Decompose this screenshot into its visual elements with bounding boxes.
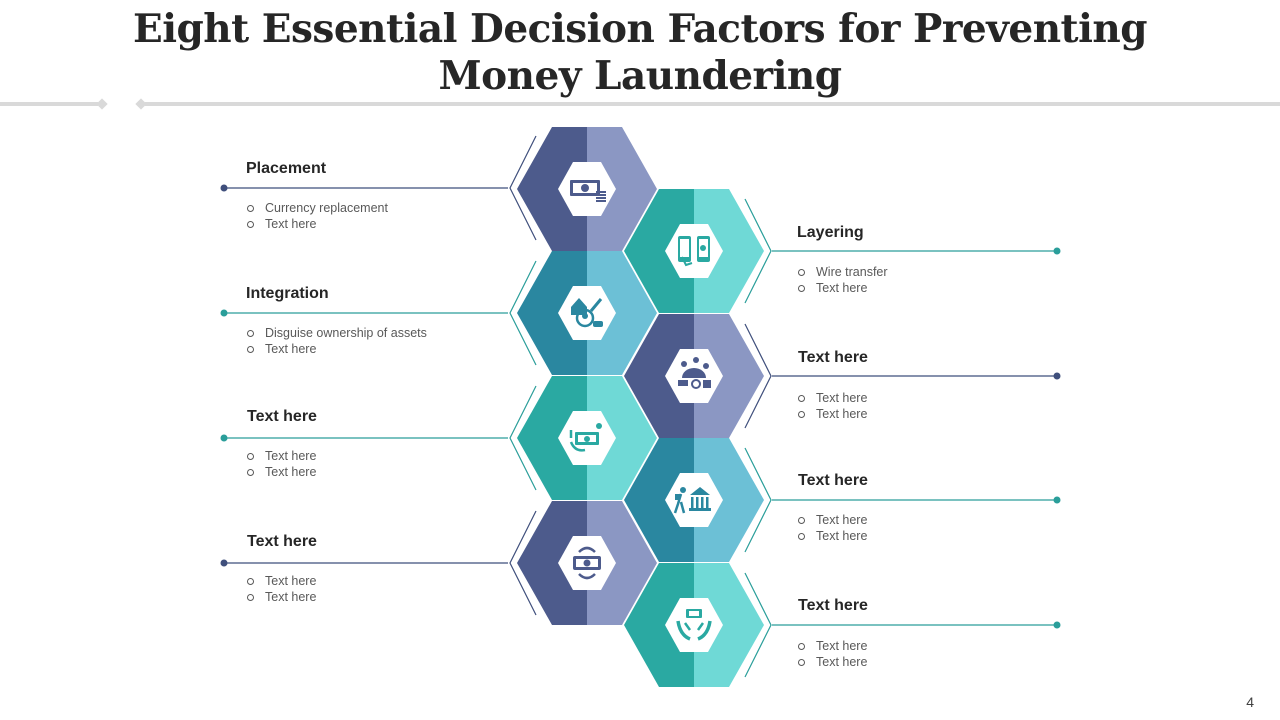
factor-3-hexagon — [517, 251, 657, 375]
factor-8-bullet-1: Text here — [797, 638, 867, 654]
factor-2-bullets: Wire transfer Text here — [797, 264, 888, 296]
hexagon-left-half — [517, 376, 587, 500]
factor-1-bullet-2: Text here — [246, 216, 388, 232]
hexagon-left-half — [517, 127, 587, 251]
factor-2-heading: Layering — [797, 224, 864, 241]
factor-5-connector — [220, 385, 537, 491]
factor-5-bullet-2: Text here — [246, 464, 316, 480]
factor-7-bullet-2: Text here — [246, 589, 316, 605]
factor-6-connector — [744, 447, 1061, 553]
hexagon-right-half — [587, 501, 657, 625]
factor-2-bullet-1: Wire transfer — [797, 264, 888, 280]
factor-3-heading: Integration — [246, 285, 329, 302]
factor-1-connector — [220, 135, 537, 241]
factor-7-bullet-1: Text here — [246, 573, 316, 589]
page-title: Eight Essential Decision Factors for Pre… — [0, 6, 1280, 100]
title-line-2: Money Laundering — [438, 53, 842, 99]
factor-8-bullet-2: Text here — [797, 654, 867, 670]
factor-5-heading: Text here — [247, 408, 317, 425]
factor-2-hexagon — [624, 189, 764, 313]
title-line-1: Eight Essential Decision Factors for Pre… — [132, 6, 1148, 52]
factor-6-hexagon — [624, 438, 764, 562]
title-rule-right — [145, 102, 1280, 106]
hands-money-icon — [676, 609, 712, 641]
factor-7-hexagon — [517, 501, 657, 625]
factor-3-connector — [220, 260, 537, 366]
factor-8-heading: Text here — [798, 597, 868, 614]
factor-6-heading: Text here — [798, 472, 868, 489]
factor-4-bullet-2: Text here — [797, 406, 867, 422]
phone-transfer-icon — [678, 236, 710, 267]
factor-3-bullets: Disguise ownership of assets Text here — [246, 325, 427, 357]
hexagon-right-half — [694, 563, 764, 687]
coin-pile-icon — [678, 357, 711, 389]
money-hand-icon — [569, 423, 602, 452]
hexagon-right-half — [587, 127, 657, 251]
hexagon-left-half — [624, 563, 694, 687]
assets-person-icon — [571, 298, 603, 328]
factor-3-bullet-1: Disguise ownership of assets — [246, 325, 427, 341]
factor-7-bullets: Text here Text here — [246, 573, 316, 605]
factor-1-heading: Placement — [246, 160, 327, 177]
factor-1-bullets: Currency replacement Text here — [246, 200, 388, 232]
hexagon-right-half — [694, 314, 764, 438]
factor-4-hexagon — [624, 314, 764, 438]
hexagon-right-half — [694, 189, 764, 313]
factor-5-hexagon — [517, 376, 657, 500]
hexagon-left-half — [517, 501, 587, 625]
factor-8-bullets: Text here Text here — [797, 638, 867, 670]
hexagon-right-half — [587, 251, 657, 375]
hexagon-icon-frame — [665, 473, 723, 527]
factor-4-bullets: Text here Text here — [797, 390, 867, 422]
title-rule-left — [0, 102, 98, 106]
page-number: 4 — [1246, 694, 1254, 710]
factor-5-bullets: Text here Text here — [246, 448, 316, 480]
factor-4-connector — [744, 323, 1061, 429]
hexagon-left-half — [624, 314, 694, 438]
factor-6-bullet-1: Text here — [797, 512, 867, 528]
factor-7-connector — [220, 510, 537, 616]
hexagon-left-half — [624, 189, 694, 313]
factor-2-bullet-2: Text here — [797, 280, 888, 296]
hexagon-right-half — [587, 376, 657, 500]
factor-8-hexagon — [624, 563, 764, 687]
bank-thief-icon — [673, 487, 711, 514]
factor-6-bullets: Text here Text here — [797, 512, 867, 544]
factor-3-bullet-2: Text here — [246, 341, 427, 357]
hexagon-left-half — [517, 251, 587, 375]
factor-1-bullet-1: Currency replacement — [246, 200, 388, 216]
hexagon-icon-frame — [665, 598, 723, 652]
money-cycle-icon — [573, 546, 601, 580]
factor-2-connector — [744, 198, 1061, 304]
factor-1-hexagon — [517, 127, 657, 251]
factor-8-connector — [744, 572, 1061, 678]
factor-4-bullet-1: Text here — [797, 390, 867, 406]
factor-7-heading: Text here — [247, 533, 317, 550]
factor-6-bullet-2: Text here — [797, 528, 867, 544]
factor-5-bullet-1: Text here — [246, 448, 316, 464]
factor-4-heading: Text here — [798, 349, 868, 366]
hexagon-right-half — [694, 438, 764, 562]
money-stack-icon — [570, 180, 606, 202]
hexagon-left-half — [624, 438, 694, 562]
